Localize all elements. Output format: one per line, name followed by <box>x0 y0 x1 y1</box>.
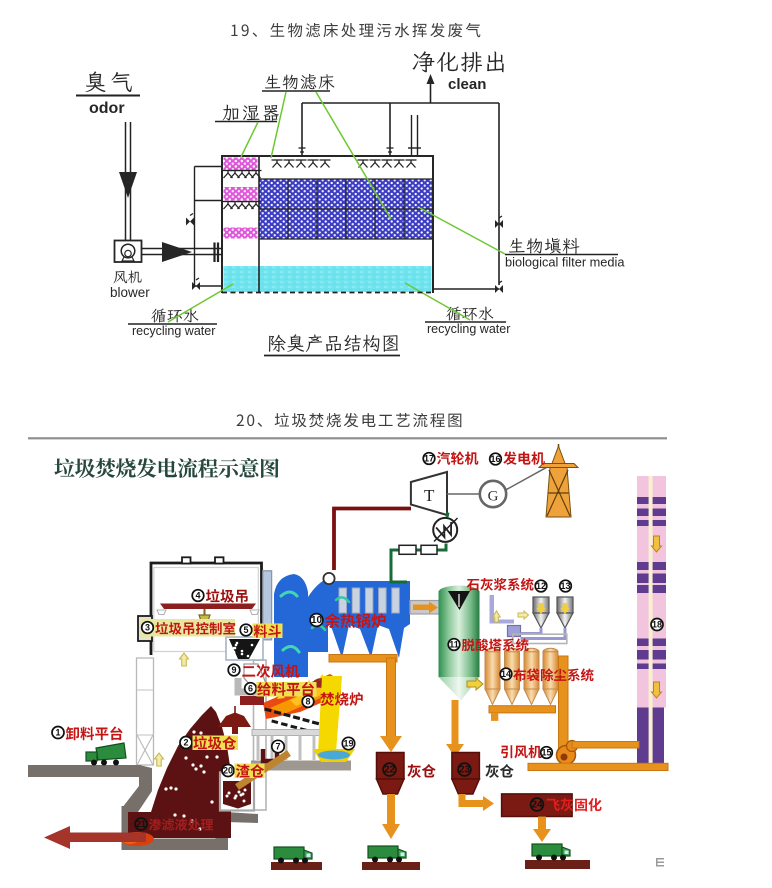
svg-text:17: 17 <box>424 454 434 464</box>
svg-text:22: 22 <box>384 765 396 776</box>
svg-text:14: 14 <box>501 669 511 679</box>
svg-text:11: 11 <box>449 640 459 650</box>
svg-text:1: 1 <box>55 728 60 738</box>
svg-text:T: T <box>424 486 435 505</box>
svg-text:24: 24 <box>531 800 543 811</box>
svg-text:5: 5 <box>243 625 248 635</box>
svg-text:7: 7 <box>275 742 280 752</box>
svg-text:23: 23 <box>459 765 471 776</box>
svg-text:9: 9 <box>231 665 236 675</box>
svg-text:12: 12 <box>536 581 546 591</box>
svg-text:G: G <box>488 489 499 505</box>
svg-text:odor: odor <box>89 100 125 117</box>
svg-text:10: 10 <box>311 615 323 626</box>
svg-text:biological filter media: biological filter media <box>505 255 625 270</box>
svg-text:4: 4 <box>195 591 200 601</box>
svg-text:blower: blower <box>110 285 150 300</box>
svg-text:15: 15 <box>541 748 551 758</box>
svg-text:20: 20 <box>223 766 233 776</box>
svg-text:8: 8 <box>305 697 310 707</box>
svg-text:recycling water: recycling water <box>132 324 215 338</box>
svg-text:6: 6 <box>248 684 253 694</box>
svg-text:2: 2 <box>183 738 188 748</box>
svg-text:3: 3 <box>145 623 150 633</box>
svg-text:21: 21 <box>136 819 146 829</box>
svg-text:16: 16 <box>490 454 500 464</box>
svg-text:clean: clean <box>448 76 486 93</box>
svg-text:19: 19 <box>343 739 353 749</box>
svg-text:18: 18 <box>652 620 662 630</box>
svg-text:recycling water: recycling water <box>427 322 510 336</box>
svg-text:13: 13 <box>560 581 570 591</box>
